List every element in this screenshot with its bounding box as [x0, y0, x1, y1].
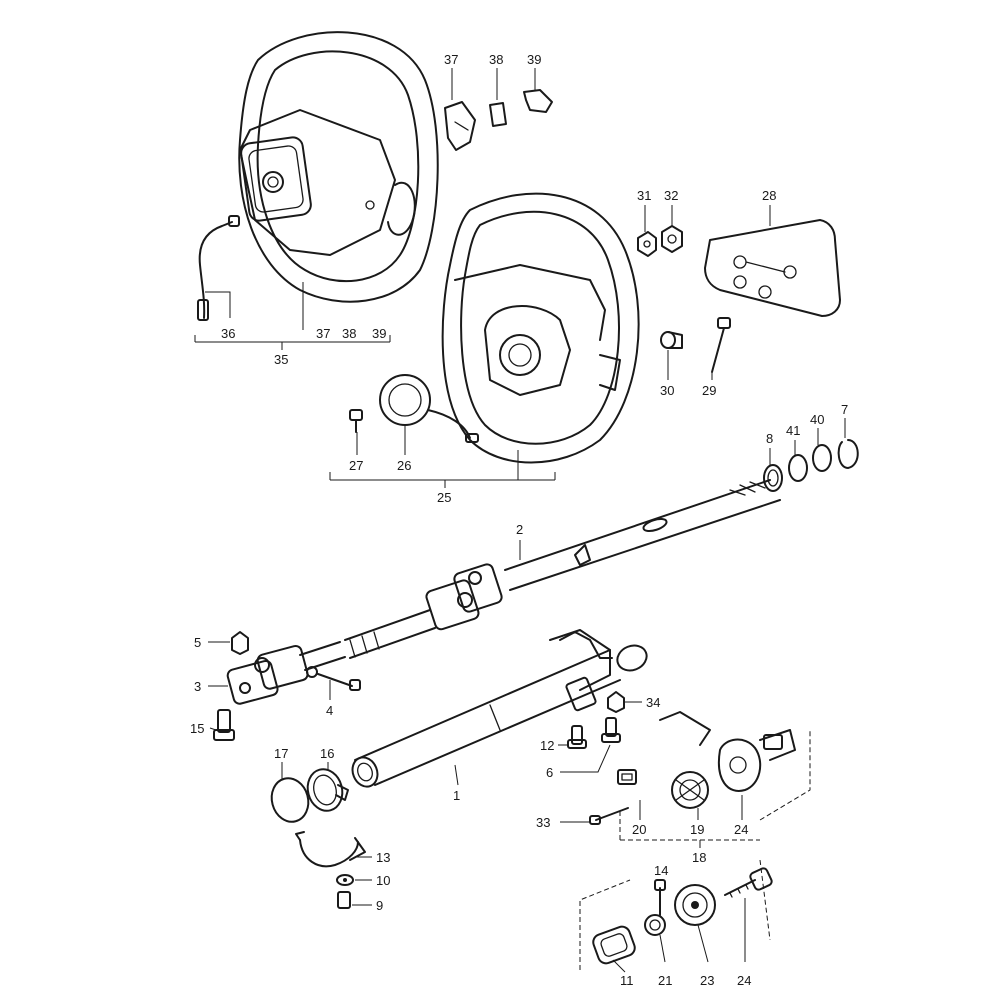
callout-21: 21 [658, 973, 672, 988]
steering-wheel-lower [441, 192, 640, 464]
steering-shaft [344, 479, 781, 659]
callout-37: 37 [444, 52, 458, 67]
callout-40: 40 [810, 412, 824, 427]
callout-35: 35 [274, 352, 288, 367]
callout-23: 23 [700, 973, 714, 988]
trim-piece-38 [489, 102, 507, 127]
screw-12 [567, 725, 587, 749]
key-24 [724, 867, 773, 898]
callout-13: 13 [376, 850, 390, 865]
ring-17 [270, 777, 310, 823]
callout-32: 32 [664, 188, 678, 203]
screw-6 [601, 717, 621, 743]
horn-pad [704, 219, 841, 317]
callout-1: 1 [453, 788, 460, 803]
trim-piece-37 [444, 101, 476, 151]
callout-39: 39 [527, 52, 541, 67]
switch-19 [671, 771, 709, 809]
circlip-7 [837, 439, 859, 469]
universal-joint-3 [226, 641, 346, 705]
callout-33: 33 [536, 815, 550, 830]
screw-9 [337, 891, 351, 909]
callout-39-set: 39 [372, 326, 386, 341]
horn-wire [197, 215, 240, 321]
washer-21 [644, 914, 666, 936]
callout-24: 24 [734, 822, 748, 837]
trim-piece-39 [523, 89, 553, 113]
callout-16: 16 [320, 746, 334, 761]
callout-15: 15 [190, 721, 204, 736]
callout-5: 5 [194, 635, 201, 650]
callout-24-key: 24 [737, 973, 751, 988]
callout-12: 12 [540, 738, 554, 753]
connector-20 [617, 769, 637, 785]
callout-25: 25 [437, 490, 451, 505]
bezel-11 [592, 925, 636, 965]
callout-38-set: 38 [342, 326, 356, 341]
callout-18: 18 [692, 850, 706, 865]
callout-29: 29 [702, 383, 716, 398]
callout-34: 34 [646, 695, 660, 710]
callout-36: 36 [221, 326, 235, 341]
callout-20: 20 [632, 822, 646, 837]
ring-8 [763, 464, 783, 492]
callout-38: 38 [489, 52, 503, 67]
clamp-16 [306, 768, 349, 812]
callout-27: 27 [349, 458, 363, 473]
disc-23 [674, 884, 716, 926]
column-tube [351, 629, 648, 788]
bolt-4 [306, 666, 361, 691]
callout-14: 14 [654, 863, 668, 878]
callout-9: 9 [376, 898, 383, 913]
callout-11: 11 [620, 973, 634, 988]
callout-28: 28 [762, 188, 776, 203]
callout-19: 19 [690, 822, 704, 837]
ring-41 [788, 454, 808, 482]
callout-3: 3 [194, 679, 201, 694]
callout-6: 6 [546, 765, 553, 780]
lock-housing [659, 711, 796, 792]
steering-wheel-upper [238, 31, 439, 303]
callout-2: 2 [516, 522, 523, 537]
callout-41: 41 [786, 423, 800, 438]
callout-4: 4 [326, 703, 333, 718]
screw-14 [654, 879, 666, 916]
callout-7: 7 [841, 402, 848, 417]
nut-5 [231, 631, 249, 655]
callout-31: 31 [637, 188, 651, 203]
nut-32 [661, 225, 683, 253]
callout-8: 8 [766, 431, 773, 446]
nut-34 [607, 691, 625, 713]
callout-17: 17 [274, 746, 288, 761]
callout-10: 10 [376, 873, 390, 888]
screw-29 [711, 317, 731, 373]
clamp-13 [295, 831, 366, 868]
ring-40 [812, 444, 832, 472]
callout-30: 30 [660, 383, 674, 398]
universal-joint-upper [425, 563, 503, 631]
spacer-30 [660, 331, 683, 349]
screw-27 [349, 409, 363, 433]
callout-26: 26 [397, 458, 411, 473]
nut-31 [637, 231, 657, 257]
bolt-15 [213, 709, 235, 741]
callout-37-set: 37 [316, 326, 330, 341]
washer-10 [336, 874, 354, 886]
screw-33 [589, 807, 629, 825]
